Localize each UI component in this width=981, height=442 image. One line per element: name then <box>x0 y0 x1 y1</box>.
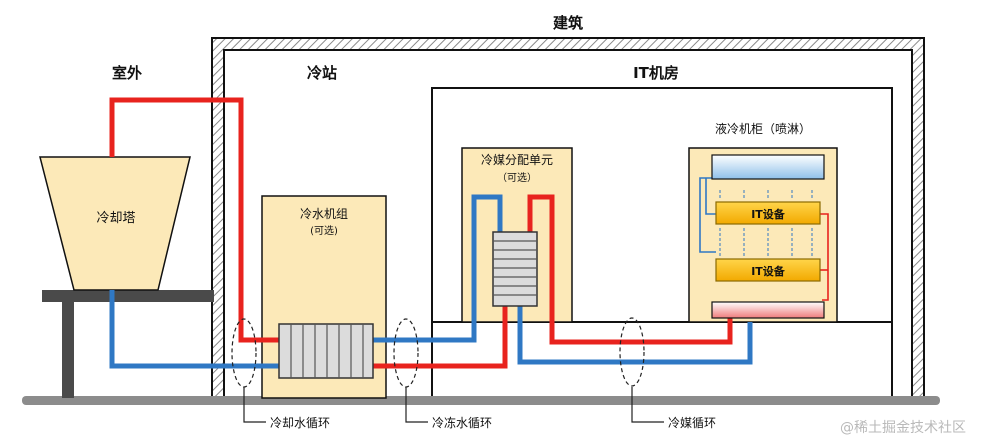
cooling-water-hot-pipe <box>109 97 280 343</box>
refrigerant-cold-pipe <box>517 305 753 365</box>
leader-chilled-water <box>405 387 428 423</box>
cabinet-hot-branch <box>820 213 829 301</box>
liquid-cabinet-label: 液冷机柜（喷淋） <box>715 121 811 136</box>
cdu-title: 冷媒分配单元 <box>481 153 553 167</box>
cdu-heat-exchanger <box>492 231 538 307</box>
chilled-water-supply-pipe <box>372 194 503 343</box>
chilled-water-return-pipe <box>372 305 508 369</box>
cooling-tower-label: 冷却塔 <box>96 211 135 226</box>
cabinet-cold-strip <box>711 154 825 180</box>
loop-marker-cooling-water <box>231 318 257 388</box>
it-equipment-box-1 <box>715 201 821 225</box>
refrigerant-hot-pipe <box>527 194 733 345</box>
chiller-title: 冷水机组 <box>300 207 348 221</box>
loop-label-chilled-water: 冷冻水循环 <box>432 415 492 430</box>
it-room-enclosure <box>431 87 893 398</box>
cooling-tower <box>39 156 191 291</box>
cooling-water-cold-pipe <box>109 290 280 369</box>
cdu-subtitle: （可选） <box>497 171 537 184</box>
leader-refrigerant <box>631 387 664 423</box>
watermark: @稀土掘金技术社区 <box>840 420 966 436</box>
loop-marker-chilled-water <box>393 318 419 388</box>
chiller-heat-exchanger <box>278 323 374 379</box>
cabinet-cold-branch-2 <box>705 178 716 215</box>
loop-marker-refrigerant <box>619 317 645 387</box>
it-equipment-box-2 <box>715 258 821 282</box>
cooling-station-label: 冷站 <box>307 64 337 82</box>
loop-label-cooling-water: 冷却水循环 <box>270 416 330 430</box>
ground <box>22 396 940 405</box>
it-room-label: IT机房 <box>633 64 679 82</box>
building-label: 建筑 <box>553 14 583 32</box>
tower-stand <box>42 290 214 398</box>
it-equipment-label-2: IT设备 <box>751 264 786 278</box>
chiller-subtitle: (可选) <box>310 224 338 237</box>
leader-cooling-water <box>243 387 266 423</box>
cabinet-hot-strip <box>711 301 825 319</box>
loop-label-refrigerant: 冷媒循环 <box>668 416 716 430</box>
outdoor-label: 室外 <box>112 64 142 82</box>
it-equipment-label-1: IT设备 <box>751 207 786 221</box>
